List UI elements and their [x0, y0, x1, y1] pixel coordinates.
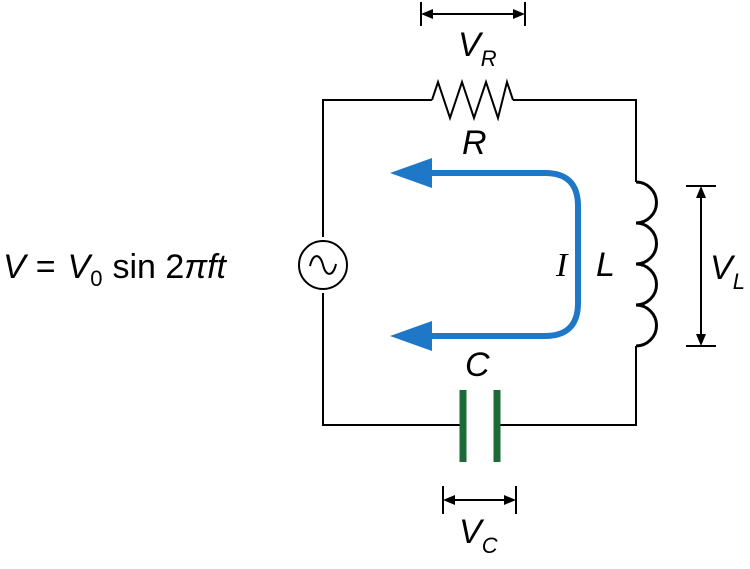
wire-top-left: [322, 99, 432, 237]
wire-top-right: [513, 99, 637, 182]
current-path: [425, 170, 581, 339]
wire-bottom-left: [322, 293, 463, 426]
current-arrow: [390, 158, 581, 351]
resistor-label: R: [462, 124, 487, 162]
capacitor-voltage-marker: [442, 486, 517, 514]
resistor-voltage-label: VR: [458, 26, 497, 71]
inductor-symbol: [635, 180, 658, 348]
inductor-voltage-marker: [686, 185, 716, 347]
current-label: I: [555, 247, 569, 284]
resistor-symbol: [431, 78, 514, 122]
capacitor-label: C: [465, 346, 490, 384]
resistor-voltage-marker: [420, 2, 526, 26]
inductor-voltage-label: VL: [710, 249, 745, 294]
sine-wave-icon: [309, 255, 337, 275]
capacitor-symbol: [459, 390, 501, 462]
inductor-label: L: [596, 246, 615, 284]
circuit-wires: [322, 99, 637, 426]
capacitor-voltage-label: VC: [459, 513, 498, 558]
current-arrowhead-top: [390, 158, 432, 188]
current-arrowhead-bottom: [390, 321, 432, 351]
ac-source: [298, 240, 348, 290]
wire-bottom-right: [498, 346, 637, 426]
